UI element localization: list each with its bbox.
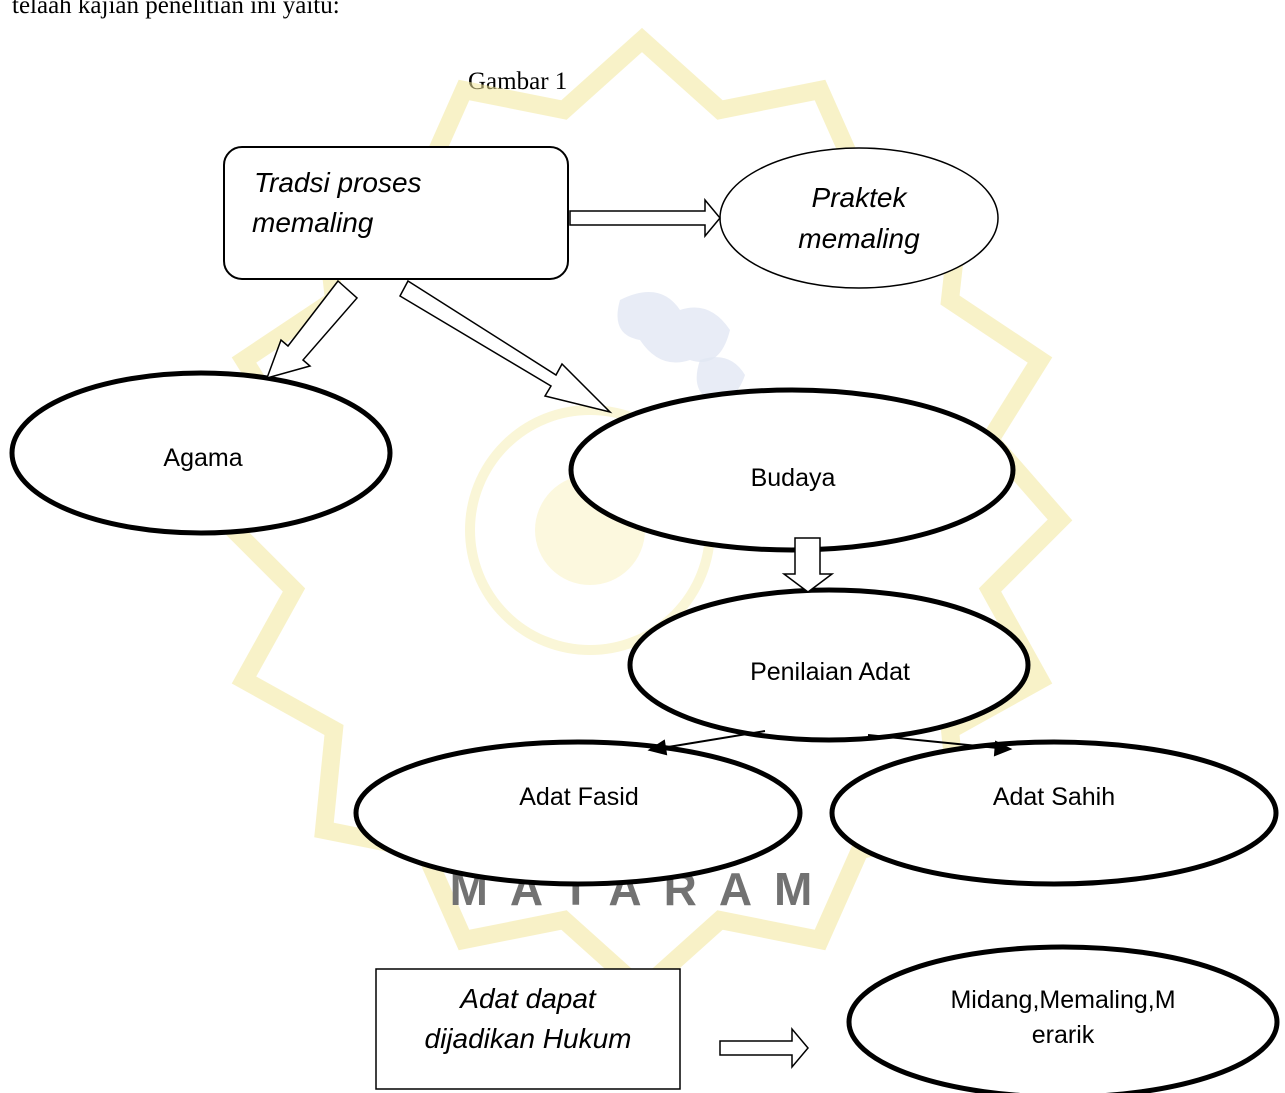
node-midang-line1: Midang,Memaling,M bbox=[950, 986, 1175, 1014]
arrow-penilaian-to-sahih bbox=[867, 734, 999, 749]
node-penilaian: Penilaian Adat bbox=[627, 587, 1031, 743]
arrow-head-sahih bbox=[993, 740, 1013, 757]
node-hukum-line2: dijadikan Hukum bbox=[425, 1023, 632, 1054]
node-tradisi: Tradsi proses memaling bbox=[223, 146, 569, 280]
node-agama-label: Agama bbox=[163, 444, 242, 472]
arrow-head-fasid bbox=[647, 739, 668, 756]
node-agama: Agama bbox=[9, 370, 393, 536]
node-sahih-label: Adat Sahih bbox=[993, 783, 1115, 811]
node-fasid: Adat Fasid bbox=[353, 739, 803, 887]
node-praktek: Praktek memaling bbox=[719, 147, 999, 289]
arrow-budaya-to-penilaian bbox=[781, 537, 835, 593]
node-hukum-line1: Adat dapat bbox=[458, 983, 597, 1014]
node-budaya-label: Budaya bbox=[751, 464, 836, 492]
arrow-tradisi-to-praktek bbox=[569, 197, 721, 239]
intro-text: telaah kajian penelitian ini yaitu: bbox=[12, 0, 340, 19]
node-midang-line2: erarik bbox=[1032, 1021, 1095, 1049]
node-penilaian-label: Penilaian Adat bbox=[750, 658, 910, 686]
node-sahih: Adat Sahih bbox=[829, 739, 1279, 887]
arrow-tradisi-to-agama bbox=[265, 279, 359, 380]
node-tradisi-line1: Tradsi proses bbox=[254, 167, 422, 198]
node-praktek-line2: memaling bbox=[798, 223, 920, 254]
node-tradisi-line2: memaling bbox=[252, 207, 374, 238]
arrow-hukum-to-midang bbox=[719, 1026, 809, 1070]
arrow-penilaian-to-fasid bbox=[661, 730, 766, 749]
node-praktek-line1: Praktek bbox=[812, 182, 909, 213]
arrow-tradisi-to-budaya bbox=[399, 279, 613, 414]
node-fasid-label: Adat Fasid bbox=[519, 783, 639, 811]
node-hukum: Adat dapat dijadikan Hukum bbox=[375, 968, 681, 1090]
node-budaya: Budaya bbox=[568, 387, 1016, 553]
node-midang: Midang,Memaling,M erarik bbox=[846, 944, 1280, 1093]
